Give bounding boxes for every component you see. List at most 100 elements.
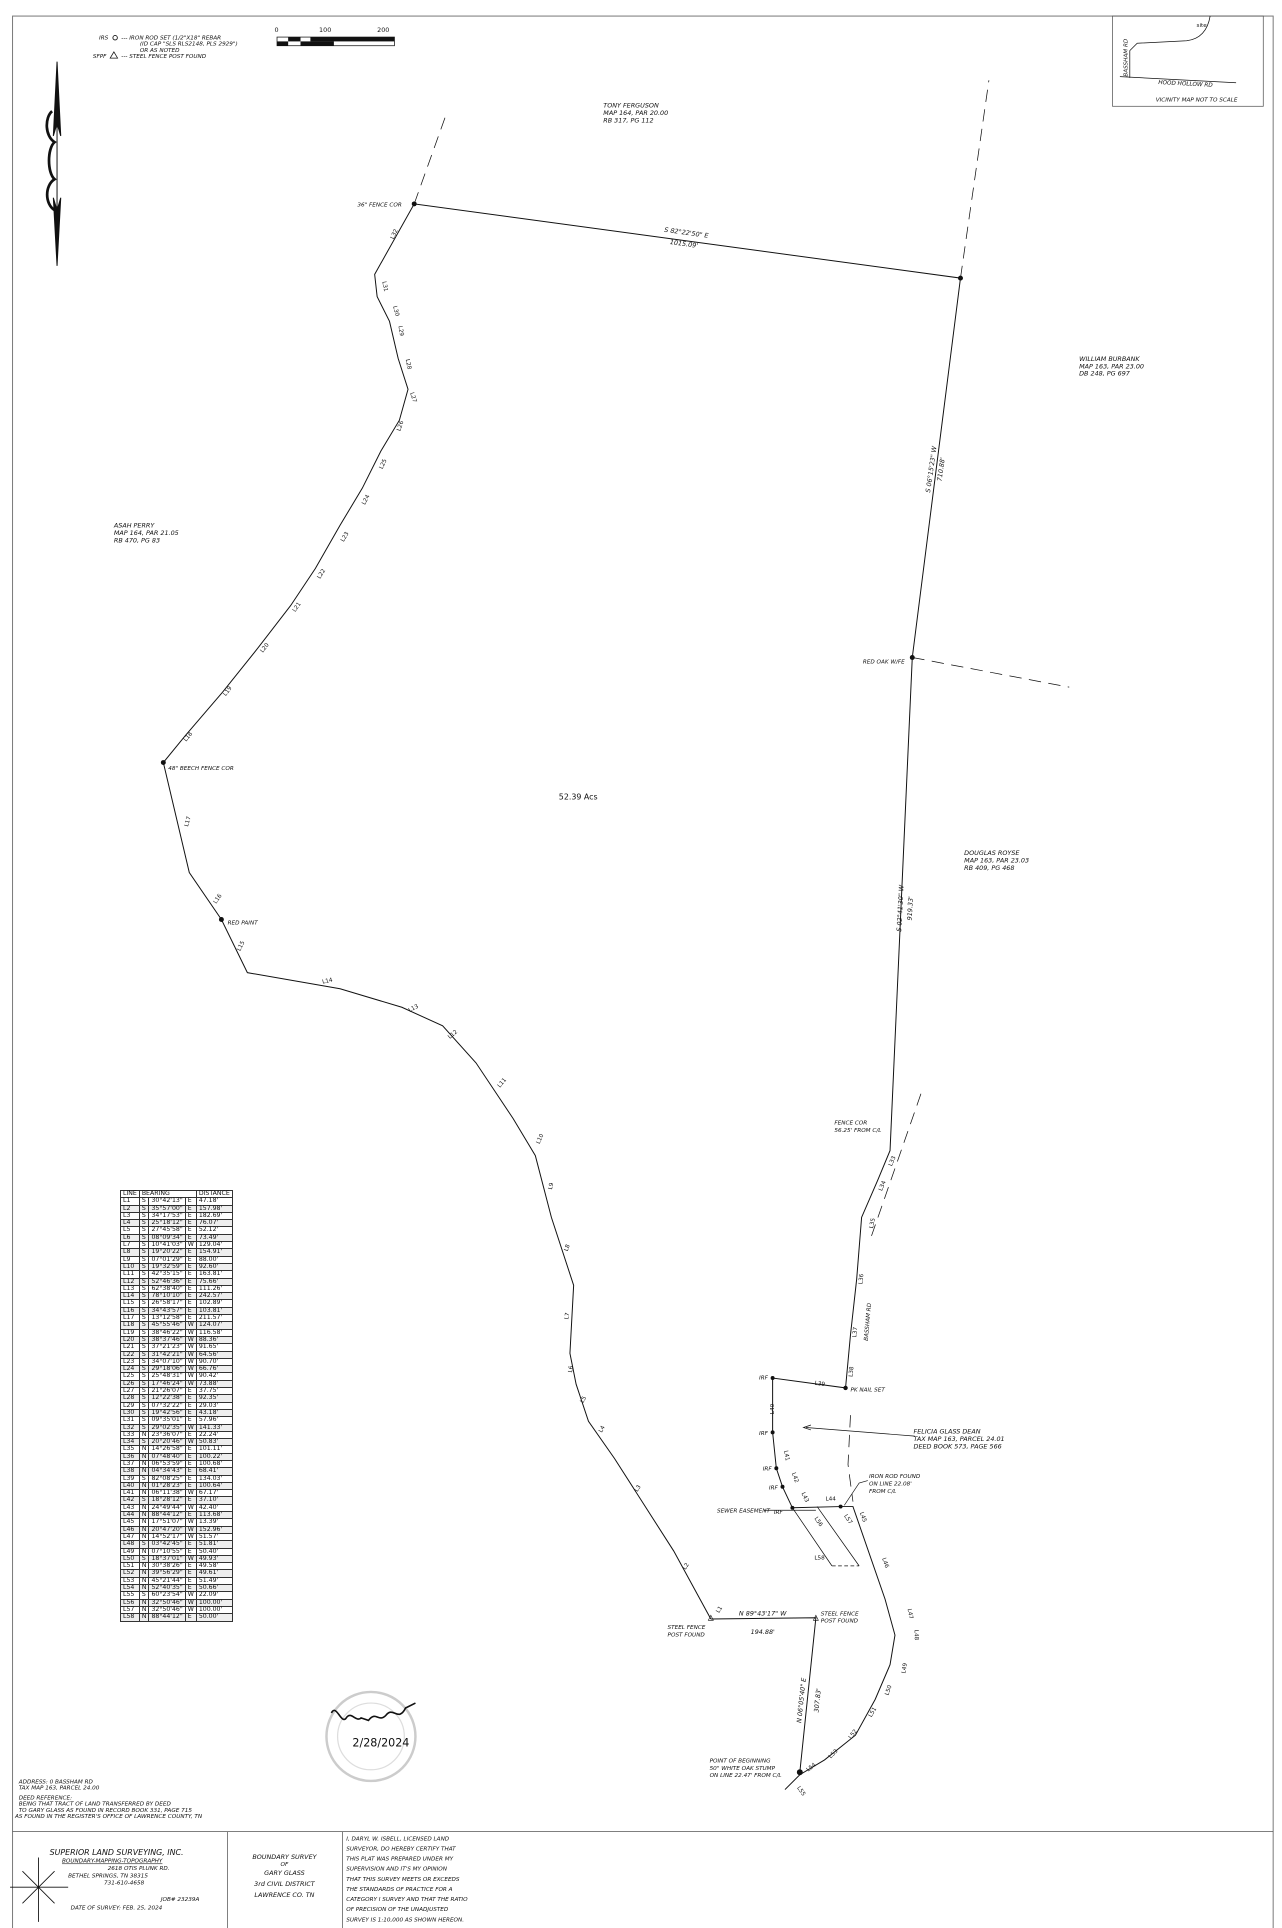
deed-line-3: AS FOUND IN THE REGISTER'S OFFICE OF LAW… xyxy=(14,1814,203,1820)
cell-angle: 30°42'13" xyxy=(148,1197,186,1206)
line-label: L18 xyxy=(183,731,195,743)
address-line-1: ADDRESS: 0 BASSHAM RD xyxy=(18,1779,94,1785)
line-label: L47 xyxy=(906,1608,914,1620)
certification-line: THIS PLAT WAS PREPARED UNDER MY xyxy=(346,1857,453,1863)
irf-icon xyxy=(770,1430,775,1435)
line-label: L32 xyxy=(390,228,400,240)
line-label: L51 xyxy=(868,1706,879,1718)
cell-ew: W xyxy=(184,1343,197,1352)
line-label: L1 xyxy=(716,1605,725,1614)
cell-ns: S xyxy=(138,1197,150,1206)
line-label: L48 xyxy=(913,1630,919,1641)
line-label: L49 xyxy=(901,1662,909,1674)
steel-fence-post-icon xyxy=(109,51,119,59)
line-label: L54 xyxy=(806,1762,818,1773)
iron-rod-found-label-2: ON LINE 22.08' xyxy=(869,1482,912,1488)
survey-county: LAWRENCE CO. TN xyxy=(254,1891,314,1899)
deed-line-1: BEING THAT TRACT OF LAND TRANSFERRED BY … xyxy=(19,1802,172,1808)
red-oak-label: RED OAK W/FE xyxy=(863,660,905,666)
line-label: L34 xyxy=(878,1180,888,1192)
beech-label: 48" BEECH FENCE COR xyxy=(168,766,234,772)
line-label: L8 xyxy=(564,1243,572,1252)
compass-rose-logo xyxy=(10,1857,69,1922)
steel-fence-west-label-1: STEEL FENCE xyxy=(668,1625,706,1631)
line-label: L37 xyxy=(852,1326,859,1337)
vicinity-bassham-rd: BASSHAM RD xyxy=(1123,38,1129,77)
legend-irs-line-3: OR AS NOTED xyxy=(140,48,180,54)
cell-distance: 50.00' xyxy=(195,1613,233,1622)
parcel-boundary xyxy=(162,203,962,1790)
cell-ew: E xyxy=(184,1394,197,1403)
adjoiner-map: TAX MAP 163, PARCEL 24.01 xyxy=(914,1435,1005,1443)
survey-client: GARY GLASS xyxy=(264,1869,305,1877)
line-label: L45 xyxy=(858,1511,867,1523)
cell-distance: 92.35' xyxy=(195,1394,233,1403)
ne-corner-icon xyxy=(958,275,963,281)
felicia-arrow xyxy=(802,1424,915,1437)
line-label: L6 xyxy=(568,1365,575,1373)
cell-ns: N xyxy=(138,1467,150,1476)
east-line-1-distance: 710.88' xyxy=(936,457,947,482)
line-label: L26 xyxy=(396,420,405,432)
scale-bar: 0 100 200 xyxy=(275,26,395,47)
cell-ew: E xyxy=(184,1613,197,1622)
legend-irs-line-1: --- IRON ROD SET (1/2"X18" REBAR xyxy=(121,36,221,42)
certification-line: SURVEY IS 1:10,000 AS SHOWN HEREON. xyxy=(346,1917,464,1923)
sewer-easement-label: SEWER EASEMENT xyxy=(717,1509,770,1515)
survey-district: 3rd CIVIL DISTRICT xyxy=(254,1880,316,1888)
line-label: L7 xyxy=(564,1312,571,1320)
cell-angle: 88°44'12" xyxy=(148,1613,186,1622)
irf-label: IRF xyxy=(774,1510,784,1516)
line-label: L16 xyxy=(213,893,224,905)
line-label: L2 xyxy=(682,1562,691,1571)
line-label: L20 xyxy=(260,642,271,654)
irf-label: IRF xyxy=(769,1485,779,1491)
line-label: L55 xyxy=(795,1786,806,1798)
line-label: L14 xyxy=(322,977,334,985)
cell-distance: 47.18' xyxy=(195,1197,233,1206)
legend-sfpf-symbol: SFPF xyxy=(93,54,107,60)
company-city: BETHEL SPRINGS, TN 38315 xyxy=(68,1873,148,1879)
legend-irs-line-2: (ID CAP "SLS RLS2148, PLS 2929") xyxy=(140,42,238,48)
line-label: L21 xyxy=(292,601,303,613)
cell-angle: 09°35'01" xyxy=(148,1416,186,1425)
irf-icon xyxy=(790,1505,795,1510)
certification-line: THAT THIS SURVEY MEETS OR EXCEEDS xyxy=(346,1877,460,1883)
line-label: L29 xyxy=(397,325,405,337)
cell-distance: 91.65' xyxy=(195,1343,233,1352)
legend-irs-symbol: IRS xyxy=(99,36,109,42)
line-label: L24 xyxy=(361,494,371,506)
legend-sfpf-text: --- STEEL FENCE POST FOUND xyxy=(121,54,206,60)
monuments xyxy=(160,201,963,1776)
fence-corner-36-label: 36" FENCE COR xyxy=(357,202,401,208)
line-label: L56 xyxy=(813,1516,824,1528)
vicinity-hood-hollow-rd: HOOD HOLLOW RD xyxy=(1158,80,1213,89)
vicinity-caption: VICINITY MAP NOT TO SCALE xyxy=(1156,97,1238,103)
cell-angle: 12°22'38" xyxy=(148,1394,186,1403)
iron-rod-leader xyxy=(844,1480,868,1506)
cell-angle: 42°35'15" xyxy=(148,1270,186,1279)
cell-ns: S xyxy=(138,1540,150,1549)
cell-ew: E xyxy=(184,1540,197,1549)
line-label: L3 xyxy=(634,1484,643,1493)
cell-ew: E xyxy=(184,1270,197,1279)
pob-label-2: 50" WHITE OAK STUMP xyxy=(710,1766,776,1772)
cell-ew: E xyxy=(184,1197,197,1206)
cell-distance: 68.41' xyxy=(195,1467,233,1476)
sheet-border xyxy=(12,15,1274,1928)
irf-label: IRF xyxy=(759,1431,769,1437)
vicinity-map: site BASSHAM RD HOOD HOLLOW RD VICINITY … xyxy=(1112,15,1264,107)
